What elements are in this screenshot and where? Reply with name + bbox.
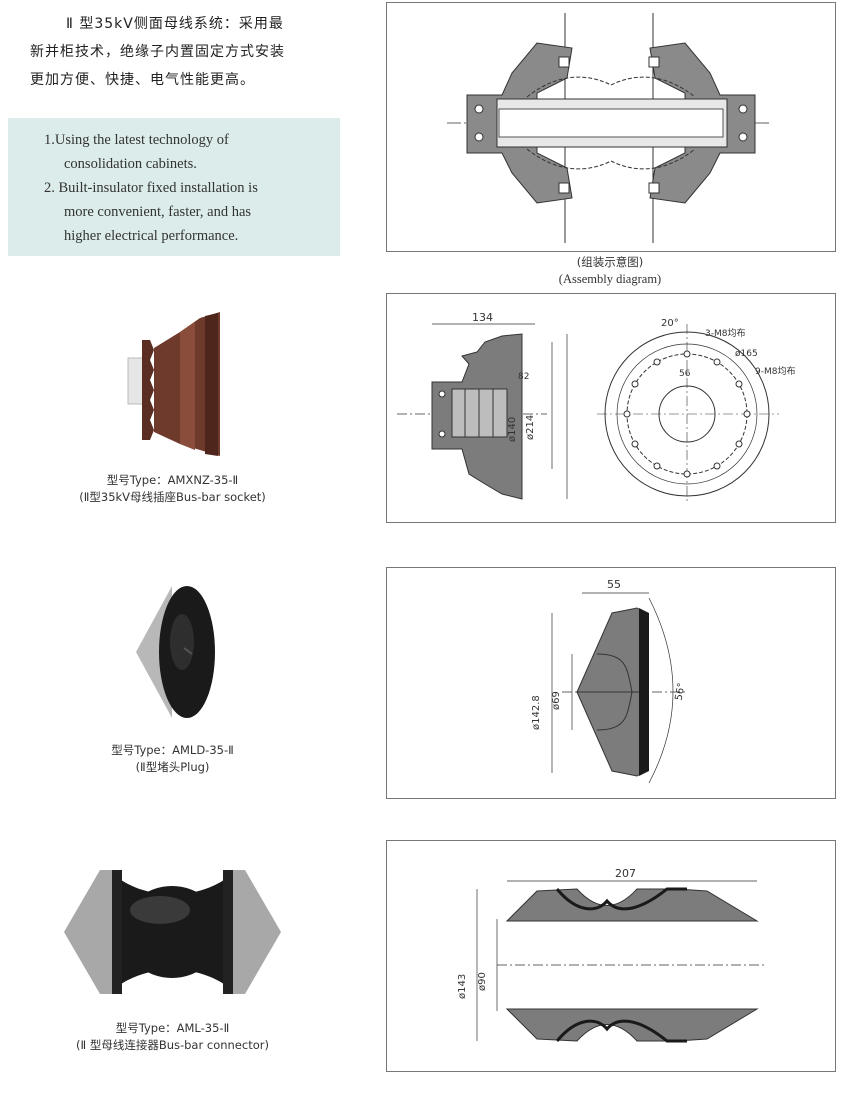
assembly-diagram: [386, 2, 836, 252]
socket-model: 型号Type：AMXNZ-35-Ⅱ: [106, 473, 239, 487]
socket-drawing: 134 ø140 ø214 82 20° 3-M8均布 ø165 56 9-M8…: [386, 293, 836, 523]
dim-socket-holes2: 9-M8均布: [755, 365, 795, 377]
dim-socket-d165: ø165: [735, 349, 758, 359]
intro-line-1: Ⅱ 型35kV侧面母线系统：采用最: [66, 16, 284, 32]
dim-socket-r: 82: [518, 372, 529, 382]
plug-description: (Ⅱ型堵头Plug): [135, 760, 210, 774]
dim-socket-holes1: 3-M8均布: [705, 327, 745, 339]
connector-description: (Ⅱ 型母线连接器Bus-bar connector): [76, 1038, 269, 1052]
connector-drawing: 207 ø143 ø90: [386, 840, 836, 1072]
dim-plug-width: 55: [607, 578, 621, 591]
dim-plug-d142: ø142.8: [531, 695, 542, 730]
assembly-caption-en: (Assembly diagram): [558, 272, 662, 286]
feature-1-line-1: 1.Using the latest technology of: [44, 132, 229, 148]
feature-2-line-3: higher electrical performance.: [64, 228, 239, 244]
dim-connector-width: 207: [615, 867, 636, 880]
plug-photo: [132, 582, 218, 722]
socket-description: (Ⅱ型35kV母线插座Bus-bar socket): [79, 490, 266, 504]
intro-line-2: 新并柜技术，绝缘子内置固定方式安装: [30, 44, 285, 60]
english-features-panel: 1.Using the latest technology of consoli…: [8, 118, 340, 256]
intro-line-3: 更加方便、快捷、电气性能更高。: [30, 72, 255, 88]
dim-socket-d140: ø140: [507, 417, 518, 442]
assembly-caption: (组装示意图) (Assembly diagram): [386, 254, 834, 288]
dim-socket-d214: ø214: [525, 415, 536, 440]
assembly-caption-cn: (组装示意图): [576, 255, 644, 269]
connector-caption: 型号Type：AML-35-Ⅱ (Ⅱ 型母线连接器Bus-bar connect…: [40, 1020, 305, 1054]
dim-socket-d56: 56: [679, 369, 691, 379]
feature-2-line-2: more convenient, faster, and has: [64, 204, 252, 220]
dim-plug-angle: 56°: [674, 682, 688, 701]
plug-drawing: 55 ø142.8 ø69 56°: [386, 567, 836, 799]
plug-model: 型号Type：AMLD-35-Ⅱ: [111, 743, 234, 757]
dim-plug-d69: ø69: [551, 691, 562, 710]
intro-chinese-text: Ⅱ 型35kV侧面母线系统：采用最 新并柜技术，绝缘子内置固定方式安装 更加方便…: [30, 10, 330, 94]
plug-caption: 型号Type：AMLD-35-Ⅱ (Ⅱ型堵头Plug): [40, 742, 305, 776]
socket-caption: 型号Type：AMXNZ-35-Ⅱ (Ⅱ型35kV母线插座Bus-bar soc…: [40, 472, 305, 506]
socket-photo: [120, 310, 230, 460]
feature-2-line-1: 2. Built-insulator fixed installation is: [44, 180, 258, 196]
connector-model: 型号Type：AML-35-Ⅱ: [115, 1021, 230, 1035]
dim-socket-width: 134: [472, 311, 493, 324]
feature-1-line-2: consolidation cabinets.: [64, 156, 197, 172]
dim-socket-angle: 20°: [661, 318, 679, 329]
dim-connector-d143: ø143: [457, 974, 468, 999]
connector-photo: [60, 860, 285, 1005]
dim-connector-d90: ø90: [477, 972, 488, 991]
assembly-drawing: [447, 13, 772, 243]
